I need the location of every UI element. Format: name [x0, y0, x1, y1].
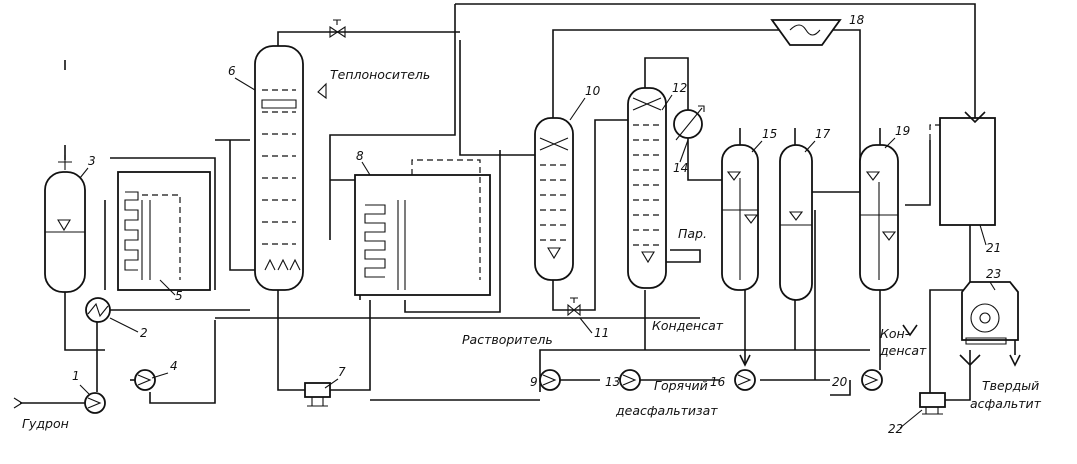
flow-arrows — [13, 111, 1021, 409]
label-n17: 17 — [815, 127, 831, 141]
label-n13: 13 — [605, 375, 620, 389]
label-solid-2: асфальтит — [970, 396, 1042, 411]
label-condensate-split-2: денсат — [879, 343, 927, 358]
column-10 — [534, 117, 574, 281]
furnace-5 — [117, 171, 211, 291]
vessel-17 — [779, 144, 813, 301]
vessel-3 — [44, 155, 86, 293]
label-n2: 2 — [140, 326, 148, 340]
label-solid-1: Твердый — [982, 378, 1039, 393]
label-n7: 7 — [338, 365, 346, 379]
label-n14: 14 — [673, 161, 688, 175]
label-n22: 22 — [888, 422, 903, 436]
label-n16: 16 — [710, 375, 726, 389]
label-tar: Гудрон — [22, 416, 69, 431]
label-hot-1: Горячий — [654, 378, 708, 393]
label-heat-carrier: Теплоноситель — [330, 67, 430, 82]
label-steam: Пар. — [678, 226, 707, 241]
pump-9 — [539, 369, 561, 391]
valve-top — [329, 19, 346, 39]
heat-exchanger-2 — [85, 297, 111, 323]
label-n10: 10 — [585, 84, 601, 98]
stream-labels: Теплоноситель Пар. Растворитель Конденса… — [22, 67, 1042, 431]
receiver-21 — [939, 117, 996, 226]
pump-20 — [861, 369, 883, 391]
label-condensate: Конденсат — [652, 318, 724, 333]
cyclone-18 — [770, 19, 842, 46]
label-solvent: Растворитель — [462, 332, 553, 347]
vessel-19 — [859, 144, 899, 291]
column-12 — [627, 87, 667, 289]
column-6 — [254, 45, 327, 291]
label-n15: 15 — [762, 127, 777, 141]
equipment-numbers: 1 2 3 4 5 6 7 8 9 10 11 12 13 14 15 16 1… — [72, 13, 1001, 436]
label-n1: 1 — [72, 369, 80, 383]
label-n6: 6 — [228, 64, 236, 78]
pump-4 — [134, 369, 156, 391]
pump-7 — [304, 382, 331, 407]
label-n5: 5 — [175, 289, 183, 303]
label-n9: 9 — [530, 375, 538, 389]
label-n23: 23 — [986, 267, 1001, 281]
label-n21: 21 — [986, 241, 1001, 255]
heat-exchanger-14 — [673, 105, 705, 141]
pump-22 — [919, 392, 946, 415]
valve-11 — [567, 297, 581, 317]
label-n3: 3 — [88, 154, 96, 168]
label-condensate-split-1: Кон- — [880, 326, 910, 341]
label-n20: 20 — [832, 375, 848, 389]
label-n19: 19 — [895, 124, 910, 138]
heater-8 — [354, 159, 491, 296]
pump-13 — [619, 369, 641, 391]
pump-1 — [84, 392, 106, 414]
label-n11: 11 — [594, 326, 609, 340]
pump-16 — [734, 369, 756, 391]
label-n4: 4 — [170, 359, 178, 373]
label-n18: 18 — [849, 13, 865, 27]
label-hot-2: деасфальтизат — [615, 403, 718, 418]
label-n8: 8 — [356, 149, 364, 163]
leader-lines — [79, 77, 996, 429]
vessel-15 — [721, 144, 759, 291]
label-n12: 12 — [672, 81, 687, 95]
flaker-23 — [961, 281, 1019, 345]
